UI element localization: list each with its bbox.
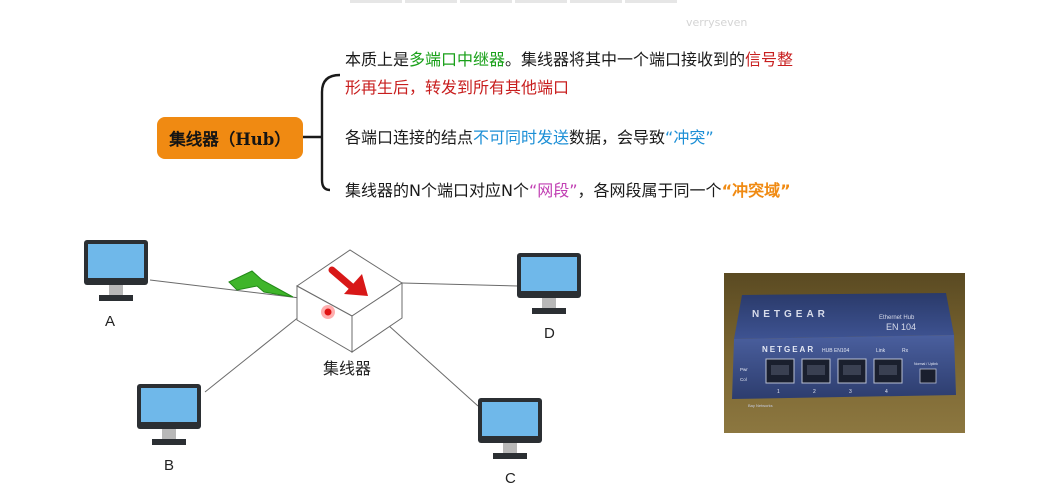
photo-uplink-switch — [919, 368, 937, 384]
hub-caption: 集线器 — [323, 359, 372, 378]
link-b-hub — [204, 311, 306, 393]
hub-concept-label: 集线器（Hub） — [169, 130, 291, 149]
photo-model-label: HUB EN104 — [822, 348, 849, 354]
photo-brand-top: NETGEAR — [752, 309, 829, 320]
photo-indicator-pwr: Pwr — [740, 367, 748, 372]
computer-c-label: C — [505, 470, 516, 487]
lightning-signal-icon — [228, 270, 294, 298]
text-segment: 多端口中继器 — [409, 50, 506, 69]
watermark: verryseven — [686, 16, 748, 29]
photo-ports — [765, 358, 903, 384]
computer-a-label: A — [105, 313, 116, 330]
text-segment: 数据，会导致 — [569, 128, 666, 147]
text-segment: 不可同时发送 — [473, 128, 570, 147]
netgear-hub-photo: NETGEAR Ethernet Hub EN 104 NETGEAR HUB … — [724, 273, 965, 433]
photo-indicator-link: Link — [876, 348, 886, 354]
photo-switch-label: Normal / Uplink — [914, 362, 938, 366]
text-segment: 信号整 — [745, 50, 794, 69]
link-a-hub — [149, 279, 301, 299]
photo-port-3: 3 — [849, 389, 852, 395]
photo-port-1: 1 — [777, 389, 780, 395]
text-segment: 各端口连接的结点 — [345, 128, 474, 147]
bracket-connector — [303, 73, 340, 192]
top-tab — [570, 0, 622, 3]
photo-port-2: 2 — [813, 389, 816, 395]
photo-footer: Bay Networks — [748, 403, 773, 408]
photo-model: EN 104 — [886, 322, 916, 332]
text-segment: “冲突” — [665, 128, 714, 147]
arrow-icon — [328, 266, 368, 296]
top-tab — [405, 0, 457, 3]
photo-indicator-rx: Rx — [902, 348, 909, 354]
photo-port-4: 4 — [885, 389, 888, 395]
computer-a-icon — [84, 240, 148, 301]
point-2: 各端口连接的结点不可同时发送数据，会导致“冲突” — [345, 124, 714, 152]
hub-concept-box: 集线器（Hub） — [157, 117, 303, 159]
computer-d-icon — [517, 253, 581, 314]
photo-product: Ethernet Hub — [879, 315, 915, 321]
text-segment: 集线器的N个端口对应N个 — [345, 181, 529, 200]
photo-indicator-col: Col — [740, 377, 747, 382]
point-1-line-2: 形再生后，转发到所有其他端口 — [345, 74, 569, 102]
photo-brand-front: NETGEAR — [762, 345, 815, 354]
top-tab — [460, 0, 512, 3]
text-segment: “冲突域” — [721, 181, 791, 200]
connection-lines — [149, 279, 519, 407]
text-segment: ，各网段属于同一个 — [577, 181, 722, 200]
point-3: 集线器的N个端口对应N个“网段”，各网段属于同一个“冲突域” — [345, 177, 791, 205]
text-segment: “网段” — [528, 181, 578, 200]
top-tab — [515, 0, 567, 3]
link-d-hub — [401, 282, 519, 287]
top-tab — [625, 0, 677, 3]
top-tab-strip — [350, 0, 677, 3]
computer-c-icon — [478, 398, 542, 459]
computer-b-label: B — [164, 457, 175, 474]
computer-d-label: D — [544, 325, 555, 342]
top-tab — [350, 0, 402, 3]
text-segment: 形再生后，转发到所有其他端口 — [345, 78, 570, 97]
text-segment: 。集线器将其中一个端口接收到的 — [505, 50, 746, 69]
hub-device-icon — [296, 249, 403, 353]
point-1-line-1: 本质上是多端口中继器。集线器将其中一个端口接收到的信号整 — [345, 46, 793, 74]
computer-b-icon — [137, 384, 201, 445]
text-segment: 本质上是 — [345, 50, 410, 69]
link-c-hub — [387, 324, 479, 407]
